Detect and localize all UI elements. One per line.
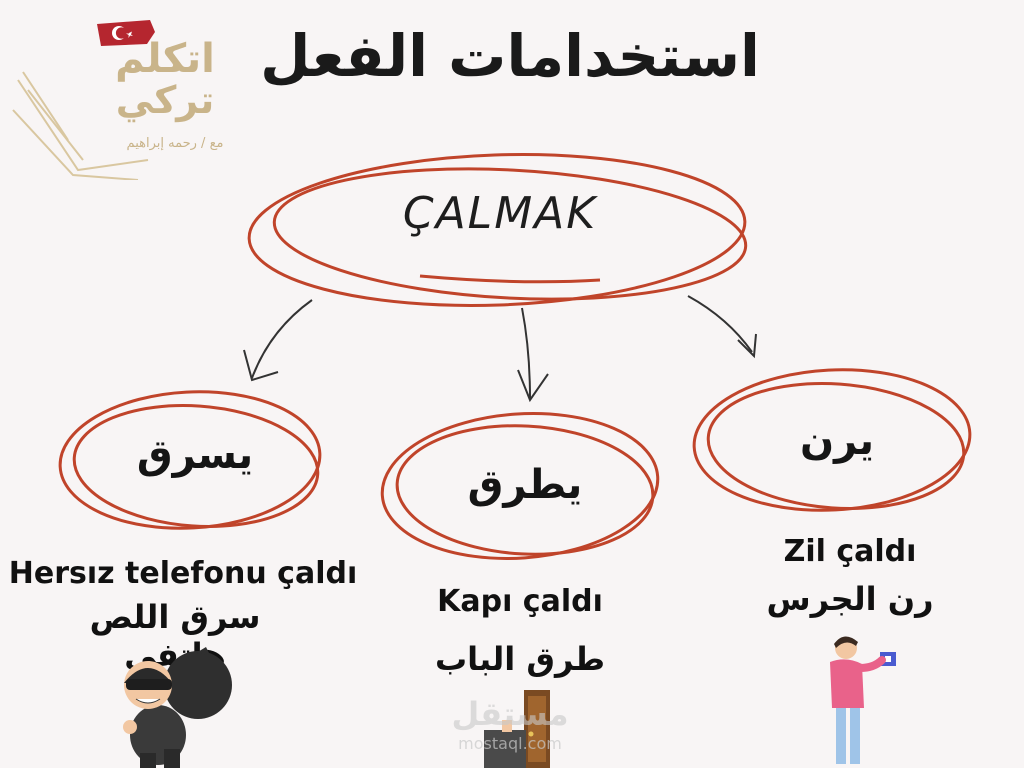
watermark-url: mostaql.com <box>458 734 562 753</box>
node-label-ring: يرن <box>799 418 875 464</box>
turkey-flag-icon <box>97 20 155 46</box>
watermark-text: مستقل <box>451 695 569 733</box>
node-label-knock: يطرق <box>467 462 583 508</box>
logo-line1: اتكلم <box>115 36 215 82</box>
logo-subtitle: مع / رحمه إبراهيم <box>126 136 224 151</box>
node-circle-ring <box>692 368 972 512</box>
example-ar-steal: سرق اللص هاتفي <box>89 598 261 674</box>
arrow-middle <box>517 307 549 403</box>
node-label-steal: يسرق <box>136 432 254 478</box>
arrow-right <box>687 295 757 359</box>
node-circle-knock <box>380 412 660 560</box>
logo-line2: تركي <box>115 78 215 122</box>
arrow-left <box>243 299 313 382</box>
door-icon <box>484 690 550 768</box>
open-book-icon <box>12 71 149 180</box>
node-circle-steal <box>58 390 322 530</box>
example-tr-ring: Zil çaldı <box>783 534 917 569</box>
example-ar-ring: رن الجرس <box>766 580 934 618</box>
example-tr-steal: Hersız telefonu çaldı <box>8 556 358 591</box>
example-tr-knock: Kapı çaldı <box>437 584 603 619</box>
thief-with-bag-icon <box>123 647 232 768</box>
main-verb: ÇALMAK <box>402 188 598 239</box>
main-verb-circle <box>247 153 748 307</box>
man-ringing-bell-icon <box>830 636 896 764</box>
page-title: استخدامات الفعل <box>260 22 760 90</box>
example-ar-knock: طرق الباب <box>434 640 605 678</box>
